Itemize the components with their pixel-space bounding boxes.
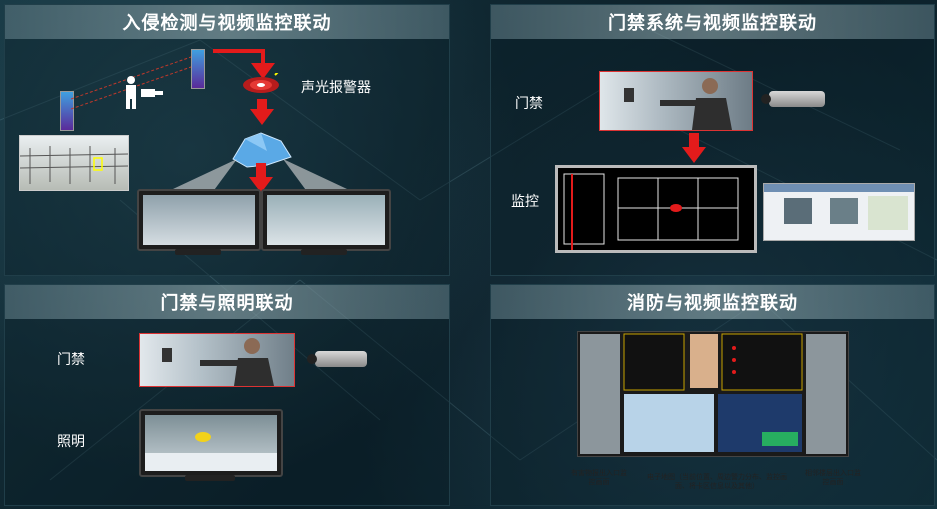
panel-access-light: 门禁与照明联动 门禁 照明 xyxy=(4,284,450,506)
floorplan-screen xyxy=(555,165,757,253)
panel-title: 入侵检测与视频监控联动 xyxy=(5,5,449,39)
alarm-icon xyxy=(243,73,279,93)
person-icon xyxy=(126,76,163,109)
lighting-label: 照明 xyxy=(57,434,85,450)
caption-center: 电子地图（当前位置、周边警力分布、监控画面、将卡区信息以及其他） xyxy=(647,473,787,490)
monitor-stand xyxy=(301,249,347,255)
panel-title: 门禁系统与视频监控联动 xyxy=(491,5,934,39)
infrared-beams xyxy=(71,56,192,110)
caption-left: 有害物报出入口监控画面 xyxy=(571,469,627,486)
camera-icon xyxy=(307,351,367,367)
caption-right: 相邻楼层出入口监控画面 xyxy=(805,469,861,486)
sensor-icon xyxy=(191,49,205,89)
panel-title: 门禁与照明联动 xyxy=(5,285,449,319)
door-access-photo xyxy=(599,71,753,131)
projection-beams xyxy=(173,159,347,197)
arrow-down-icon xyxy=(682,147,706,163)
door-label: 门禁 xyxy=(515,96,543,112)
camera-icon xyxy=(761,91,825,107)
panel-fire: 消防与视频监控联动 有害物报出入口监控画面 电子地图（当前位置、周边警力分布、监… xyxy=(490,284,935,506)
fence-photo xyxy=(19,135,129,191)
alarm-arrow-line xyxy=(213,49,265,53)
panel-title: 消防与视频监控联动 xyxy=(491,285,934,319)
alarm-arrow-line xyxy=(261,49,265,65)
fire-dashboard xyxy=(577,331,849,457)
arrow-line xyxy=(256,163,266,177)
panel-intrusion: 入侵检测与视频监控联动 声光报警器 xyxy=(4,4,450,276)
panel-access-video: 门禁系统与视频监控联动 门禁 监控 xyxy=(490,4,935,276)
arrow-line xyxy=(689,133,699,147)
monitor-stand xyxy=(185,475,235,481)
monitor-icon xyxy=(137,189,261,251)
door-label: 门禁 xyxy=(57,352,85,368)
monitor-icon xyxy=(139,409,283,477)
video-client-screen xyxy=(763,183,915,241)
monitor-label: 监控 xyxy=(511,194,539,210)
arrow-down-icon xyxy=(251,63,275,79)
monitor-icon xyxy=(261,189,391,251)
door-access-photo xyxy=(139,333,295,387)
cloud-network-icon xyxy=(232,132,292,168)
arrow-down-icon xyxy=(250,109,274,125)
sensor-icon xyxy=(60,91,74,131)
alarm-label: 声光报警器 xyxy=(301,80,371,96)
arrow-line xyxy=(257,99,267,109)
monitor-stand xyxy=(175,249,221,255)
